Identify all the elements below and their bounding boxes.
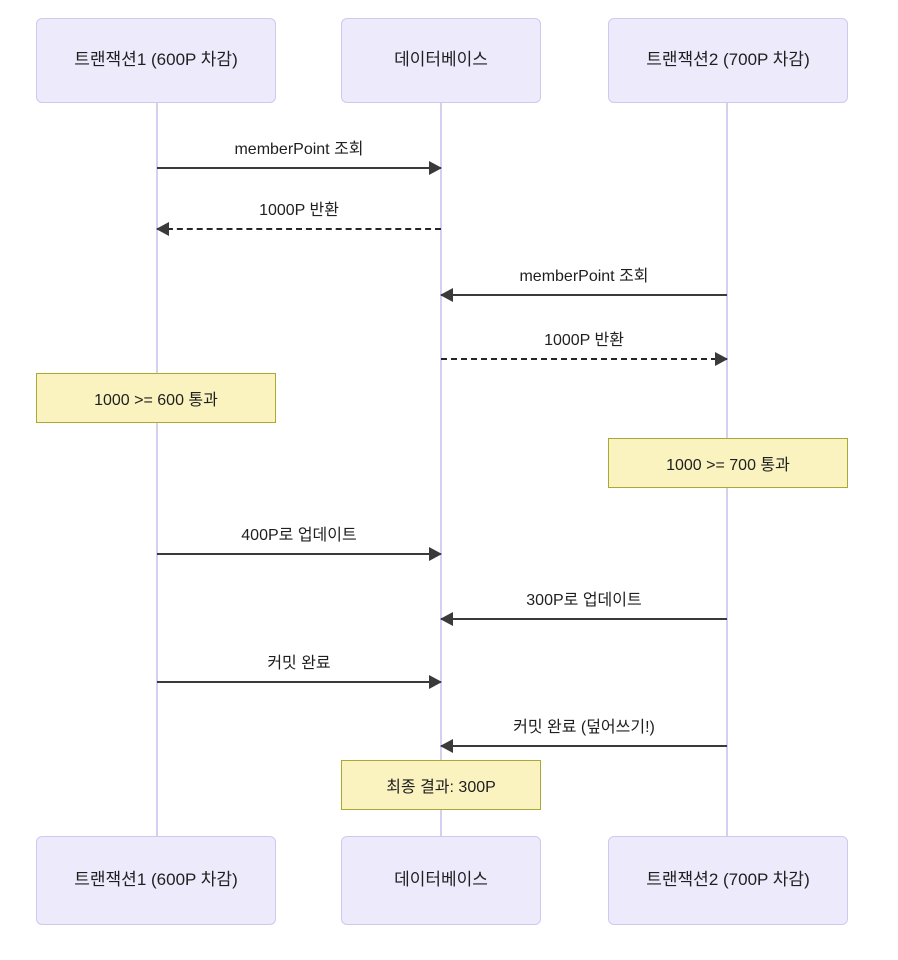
- participant-label-tx1-top: 트랜잭션1 (600P 차감): [74, 50, 238, 70]
- message-8-line: [441, 745, 727, 747]
- participant-label-db-top: 데이터베이스: [394, 50, 488, 70]
- message-4-line: [441, 358, 727, 360]
- note-final-result-label: 최종 결과: 300P: [386, 779, 496, 796]
- arrowhead-right-icon: [429, 547, 442, 561]
- message-7-line: [157, 681, 441, 683]
- message-5-label: 400P로 업데이트: [241, 527, 357, 544]
- participant-box-tx2-bottom[interactable]: 트랜잭션2 (700P 차감): [608, 836, 848, 925]
- participant-box-db-bottom[interactable]: 데이터베이스: [341, 836, 541, 925]
- message-7-label: 커밋 완료: [267, 655, 331, 672]
- participant-box-db-top[interactable]: 데이터베이스: [341, 18, 541, 103]
- message-1-label: memberPoint 조회: [234, 141, 364, 158]
- note-final-result[interactable]: 최종 결과: 300P: [341, 760, 541, 810]
- arrowhead-left-icon: [440, 739, 453, 753]
- message-1-line: [157, 167, 441, 169]
- message-3-line: [441, 294, 727, 296]
- participant-label-tx2-top: 트랜잭션2 (700P 차감): [646, 50, 810, 70]
- participant-label-tx1-bottom: 트랜잭션1 (600P 차감): [74, 870, 238, 890]
- participant-label-tx2-bottom: 트랜잭션2 (700P 차감): [646, 870, 810, 890]
- participant-box-tx1-bottom[interactable]: 트랜잭션1 (600P 차감): [36, 836, 276, 925]
- message-2-line: [157, 228, 441, 230]
- arrowhead-left-icon: [440, 612, 453, 626]
- note-tx2-check[interactable]: 1000 >= 700 통과: [608, 438, 848, 488]
- arrowhead-right-icon: [429, 675, 442, 689]
- message-6-line: [441, 618, 727, 620]
- message-8-label: 커밋 완료 (덮어쓰기!): [513, 719, 655, 736]
- message-6-label: 300P로 업데이트: [526, 592, 642, 609]
- lifeline-db: [440, 103, 442, 836]
- participant-label-db-bottom: 데이터베이스: [394, 870, 488, 890]
- arrowhead-right-icon: [429, 161, 442, 175]
- message-5-line: [157, 553, 441, 555]
- arrowhead-left-icon: [440, 288, 453, 302]
- note-tx1-check-label: 1000 >= 600 통과: [94, 392, 218, 409]
- lifeline-tx1: [156, 103, 158, 836]
- participant-box-tx2-top[interactable]: 트랜잭션2 (700P 차감): [608, 18, 848, 103]
- arrowhead-right-icon: [715, 352, 728, 366]
- message-4-label: 1000P 반환: [544, 332, 624, 349]
- arrowhead-left-icon: [156, 222, 169, 236]
- message-2-label: 1000P 반환: [259, 202, 339, 219]
- note-tx2-check-label: 1000 >= 700 통과: [666, 457, 790, 474]
- participant-box-tx1-top[interactable]: 트랜잭션1 (600P 차감): [36, 18, 276, 103]
- message-3-label: memberPoint 조회: [519, 268, 649, 285]
- note-tx1-check[interactable]: 1000 >= 600 통과: [36, 373, 276, 423]
